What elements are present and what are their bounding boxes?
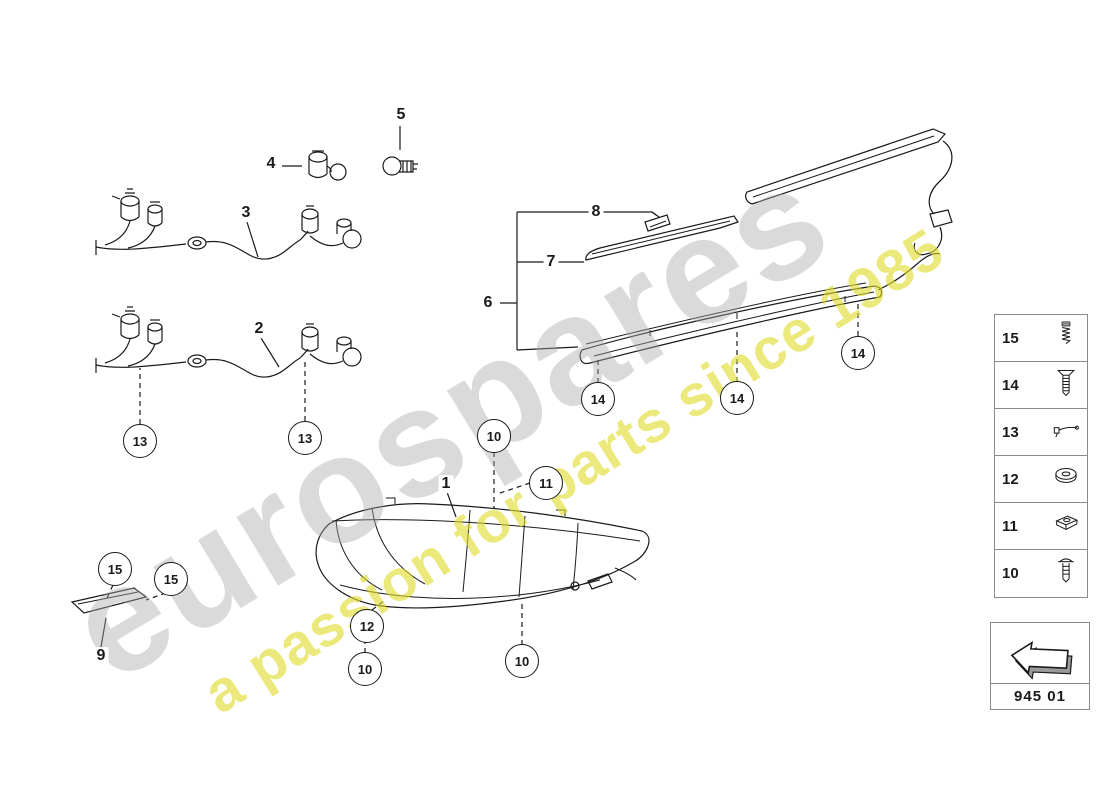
washer-icon <box>1052 461 1080 498</box>
legend-row-14[interactable]: 14 <box>995 362 1087 409</box>
callout-15-b[interactable]: 15 <box>154 562 188 596</box>
part-label-8[interactable]: 8 <box>588 203 604 221</box>
callout-11[interactable]: 11 <box>529 466 563 500</box>
legend-row-13[interactable]: 13 <box>995 409 1087 456</box>
legend-number: 12 <box>1002 470 1019 488</box>
legend-number: 15 <box>1002 329 1019 347</box>
lens-strip-art <box>585 211 739 261</box>
legend-number: 10 <box>1002 565 1019 582</box>
callout-10-a[interactable]: 10 <box>477 419 511 453</box>
part-label-9[interactable]: 9 <box>93 647 109 665</box>
countersunk-screw-icon <box>1052 367 1080 404</box>
legend-row-12[interactable]: 12 <box>995 456 1087 503</box>
brake-light-strip-art <box>745 128 953 256</box>
screw-icon <box>1052 320 1080 357</box>
callout-13-b[interactable]: 13 <box>288 421 322 455</box>
reflector-art <box>70 587 148 614</box>
legend-number: 13 <box>1002 423 1019 441</box>
legend-number: 11 <box>1002 517 1018 535</box>
legend-row-10[interactable]: 10 <box>995 550 1087 597</box>
hardware-legend: 15 14 13 <box>994 314 1088 598</box>
legend-number: 14 <box>1002 376 1019 394</box>
bulb-socket-art <box>308 150 347 181</box>
callout-10-c[interactable]: 10 <box>505 644 539 678</box>
callout-10-b[interactable]: 10 <box>348 652 382 686</box>
part-label-6[interactable]: 6 <box>480 294 496 312</box>
callout-12[interactable]: 12 <box>350 609 384 643</box>
push-rivet-icon <box>1052 555 1080 592</box>
bulb-art <box>382 156 418 176</box>
part-label-4[interactable]: 4 <box>263 155 279 173</box>
part-label-1[interactable]: 1 <box>438 475 454 493</box>
callout-14-c[interactable]: 14 <box>841 336 875 370</box>
page-nav-box[interactable]: 945 01 <box>990 622 1090 710</box>
callout-14-a[interactable]: 14 <box>581 382 615 416</box>
clip-nut-icon <box>1052 508 1080 545</box>
callout-15-a[interactable]: 15 <box>98 552 132 586</box>
part-label-3[interactable]: 3 <box>238 204 254 222</box>
diagram-code: 945 01 <box>991 683 1089 709</box>
callout-13-a[interactable]: 13 <box>123 424 157 458</box>
back-arrow-icon <box>991 623 1089 683</box>
part-label-7[interactable]: 7 <box>543 253 559 271</box>
callout-14-b[interactable]: 14 <box>720 381 754 415</box>
tail-light-unit-art <box>315 497 650 609</box>
tail-light-bar-art <box>579 252 941 365</box>
part-label-2[interactable]: 2 <box>251 320 267 338</box>
dashed-leader-lines <box>106 302 859 653</box>
legend-row-15[interactable]: 15 <box>995 315 1087 362</box>
legend-row-11[interactable]: 11 <box>995 503 1087 550</box>
part-label-5[interactable]: 5 <box>393 106 409 124</box>
cable-tie-icon <box>1052 414 1080 451</box>
